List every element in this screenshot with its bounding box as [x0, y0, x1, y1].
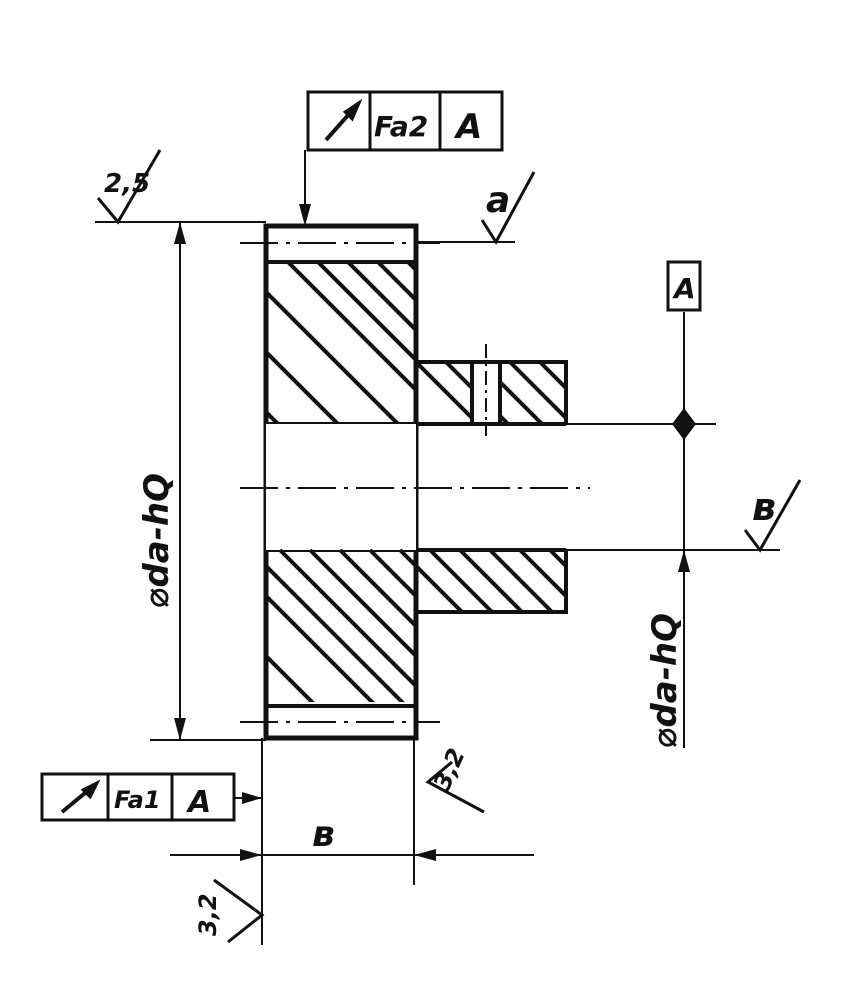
hub-outline-top	[416, 360, 568, 424]
roughness-symbol-side-left	[213, 878, 265, 944]
roughness-value-side-right: 3,2	[428, 744, 471, 794]
arrowhead	[299, 204, 311, 226]
section-hatching	[266, 262, 566, 702]
roughness-symbol-top-left	[96, 149, 162, 225]
arrowhead	[414, 849, 436, 861]
hub-hatch-bottom	[416, 550, 566, 612]
hub-outline-bottom	[416, 550, 568, 614]
tolerance-frame-bottom: Fa1 A	[40, 772, 236, 822]
tolerance-frame-top: Fa2 A	[306, 90, 504, 152]
arrowhead	[678, 550, 690, 572]
width-label: в	[312, 814, 335, 855]
datum-box-label: A	[672, 272, 696, 305]
datum-ref-top: A	[453, 107, 482, 147]
roughness-value-side-left: 3,2	[194, 893, 222, 936]
runout-icon	[324, 98, 363, 142]
dimension-lines	[95, 150, 780, 945]
roughness-label-a: a	[486, 180, 510, 221]
arrowhead	[174, 222, 186, 244]
tolerance-value-top: Fa2	[374, 110, 428, 143]
rim-hatch-lower	[266, 424, 416, 702]
outer-diameter-label: ⌀da-hQ	[137, 473, 177, 608]
datum-box: A	[666, 260, 702, 312]
roughness-value-top-left: 2,5	[104, 169, 150, 199]
datum-ref-bottom: A	[186, 785, 211, 820]
arrowhead	[174, 718, 186, 740]
arrowhead	[242, 792, 262, 804]
runout-icon	[60, 779, 101, 814]
hub-hatch-top	[416, 362, 566, 424]
arrowhead	[240, 849, 262, 861]
roughness-symbol-side-right	[425, 760, 485, 814]
datum-triangle	[672, 408, 696, 440]
roughness-symbol-b	[743, 479, 802, 553]
roughness-symbols	[96, 149, 802, 944]
roughness-label-b: в	[752, 485, 776, 529]
roughness-symbol-a	[480, 171, 536, 245]
center-lines	[240, 242, 590, 723]
hub-diameter-label: ⌀da-hQ	[645, 613, 685, 748]
tolerance-value-bottom: Fa1	[114, 786, 161, 814]
rim-hatch	[266, 262, 416, 524]
